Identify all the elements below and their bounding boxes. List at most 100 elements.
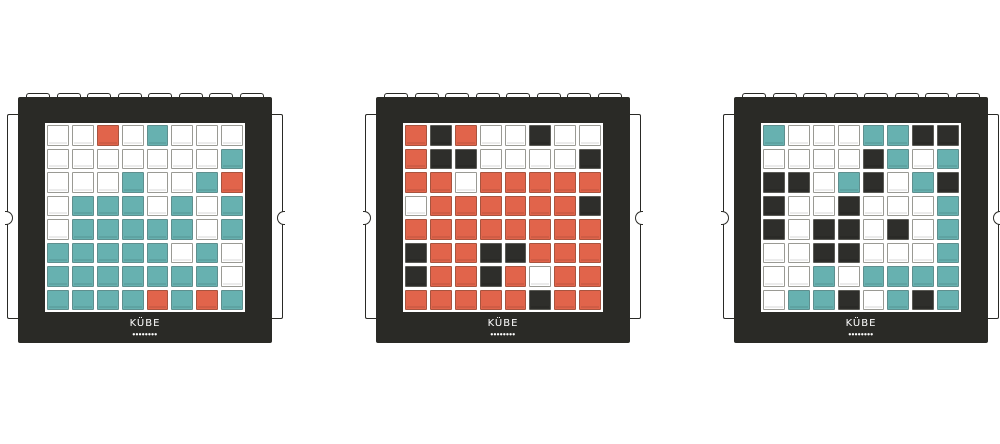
cell-empty (196, 195, 219, 216)
cell-red (429, 172, 452, 193)
handle-notch (5, 211, 13, 225)
cell-teal (146, 125, 169, 146)
cell-red (504, 266, 527, 287)
cell-dark (812, 242, 835, 263)
brand-logo-text: KÜBE (487, 318, 519, 329)
cell-dark (504, 242, 527, 263)
cell-teal (787, 289, 810, 310)
cell-red (405, 125, 427, 146)
cell-empty (96, 148, 119, 169)
cell-empty (787, 219, 810, 240)
cell-teal (887, 148, 910, 169)
cell-teal (171, 195, 194, 216)
cell-empty (912, 195, 935, 216)
cell-empty (121, 125, 144, 146)
cell-empty (763, 289, 785, 310)
cell-empty (146, 148, 169, 169)
cell-red (554, 289, 577, 310)
cell-red (454, 266, 477, 287)
cell-red (529, 195, 552, 216)
cell-teal (47, 266, 69, 287)
cell-dark (405, 242, 427, 263)
cell-teal (812, 266, 835, 287)
board-top-ridge (26, 93, 264, 99)
cell-dark (837, 242, 860, 263)
cell-dark (787, 172, 810, 193)
cell-dark (912, 289, 935, 310)
cell-teal (71, 195, 94, 216)
cell-empty (787, 125, 810, 146)
cell-empty (912, 242, 935, 263)
cell-red (429, 219, 452, 240)
brand-dots: ●●●●●●●● (490, 332, 516, 336)
cell-empty (96, 172, 119, 193)
cell-empty (47, 125, 69, 146)
board-frame: KÜBE ●●●●●●●● (734, 97, 988, 343)
cell-dark (937, 125, 959, 146)
cell-red (196, 289, 219, 310)
cell-dark (837, 219, 860, 240)
cell-empty (862, 195, 885, 216)
cell-dark (912, 125, 935, 146)
board-frame: KÜBE ●●●●●●●● (18, 97, 272, 343)
cell-teal (937, 148, 959, 169)
cell-empty (812, 172, 835, 193)
cell-dark (479, 242, 502, 263)
cell-empty (221, 266, 243, 287)
cell-teal (71, 219, 94, 240)
cell-teal (912, 172, 935, 193)
cell-empty (529, 266, 552, 287)
board-side-handle-right (986, 114, 1000, 319)
cell-empty (504, 125, 527, 146)
cell-red (479, 289, 502, 310)
cell-red (454, 219, 477, 240)
cell-red (454, 289, 477, 310)
cell-empty (787, 148, 810, 169)
cell-empty (405, 195, 427, 216)
cell-teal (96, 219, 119, 240)
cell-empty (47, 219, 69, 240)
cell-teal (221, 195, 243, 216)
cell-teal (937, 242, 959, 263)
cell-red (479, 172, 502, 193)
cell-teal (887, 125, 910, 146)
cell-red (429, 242, 452, 263)
cell-dark (529, 289, 552, 310)
cell-empty (171, 242, 194, 263)
cell-red (146, 289, 169, 310)
cell-teal (221, 148, 243, 169)
cell-empty (479, 125, 502, 146)
board-side-handle-right (270, 114, 285, 319)
cell-grid (761, 123, 961, 312)
cell-teal (171, 289, 194, 310)
handle-notch (363, 211, 371, 225)
cell-teal (937, 289, 959, 310)
cell-teal (121, 195, 144, 216)
cell-red (554, 219, 577, 240)
cell-teal (96, 242, 119, 263)
cell-teal (121, 289, 144, 310)
cell-empty (504, 148, 527, 169)
handle-notch (277, 211, 285, 225)
board-side-handle-right (628, 114, 643, 319)
cell-teal (763, 125, 785, 146)
cell-empty (787, 242, 810, 263)
cell-red (579, 172, 601, 193)
cell-teal (196, 266, 219, 287)
brand-dots: ●●●●●●●● (848, 332, 874, 336)
cell-red (405, 148, 427, 169)
cell-teal (937, 219, 959, 240)
cell-empty (812, 148, 835, 169)
cell-dark (579, 148, 601, 169)
cell-dark (862, 172, 885, 193)
board-top-ridge (742, 93, 980, 99)
cell-empty (554, 148, 577, 169)
cell-red (405, 289, 427, 310)
cell-dark (812, 219, 835, 240)
cell-teal (912, 266, 935, 287)
cell-red (479, 195, 502, 216)
cell-empty (146, 172, 169, 193)
cell-empty (763, 242, 785, 263)
cell-dark (405, 266, 427, 287)
cell-grid (45, 123, 245, 312)
